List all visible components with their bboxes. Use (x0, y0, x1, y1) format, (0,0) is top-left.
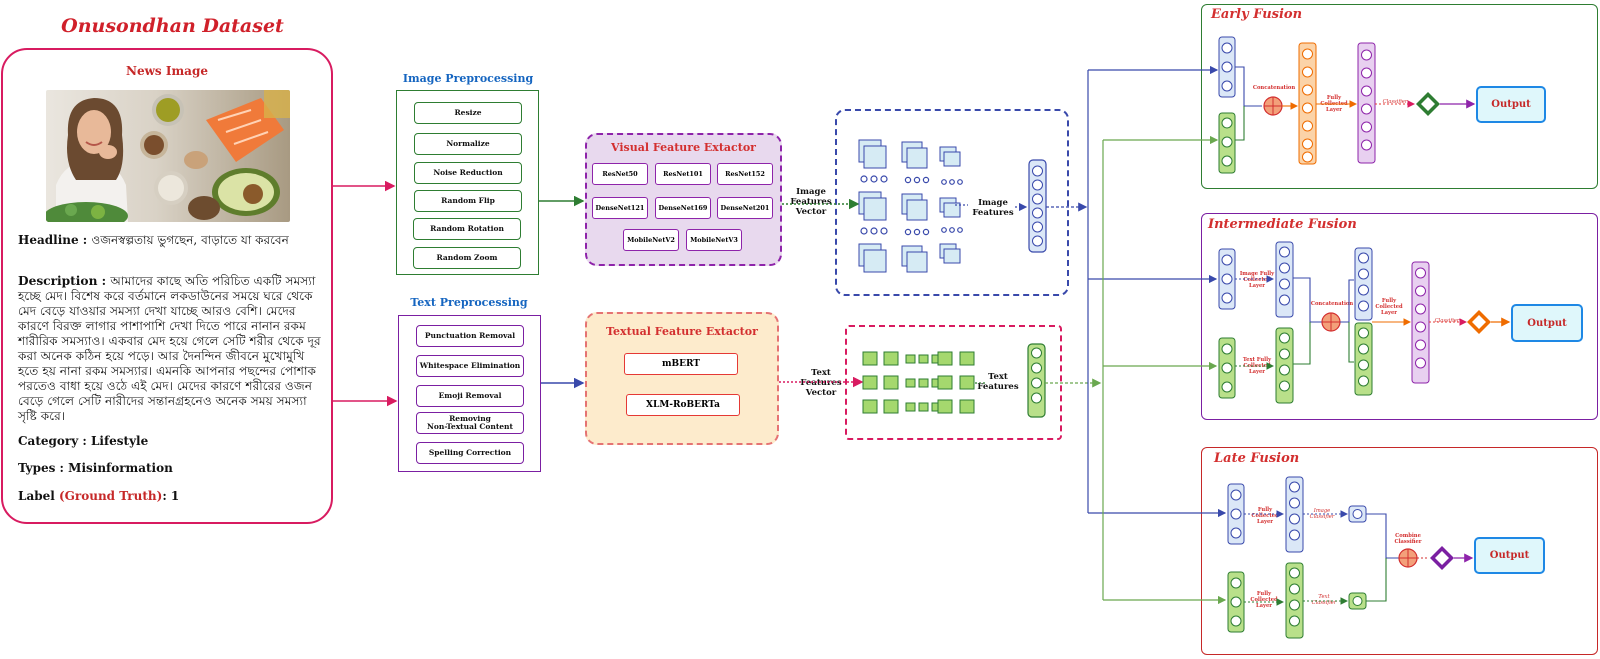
intermediate-fusion-box (1201, 213, 1598, 420)
category-field: Category : Lifestyle (18, 434, 326, 449)
visual-feature-extractor-title: Visual Feature Extactor (611, 141, 756, 154)
model-densenet201: DenseNet201 (717, 197, 773, 219)
step-whitespace-elimination: Whitespace Elimination (416, 355, 524, 377)
step-removing-non-textual: Removing Non-Textual Content (416, 412, 524, 434)
dataset-title: Onusondhan Dataset (61, 15, 284, 37)
early-fusion-box (1201, 4, 1598, 189)
intermediate-classifier-label: Classifier (1434, 318, 1460, 324)
types-label: Types : (18, 461, 69, 475)
text-preprocessing-box (398, 315, 541, 472)
news-image-label: News Image (126, 64, 208, 78)
headline-field: Headline : ওজনস্বল্পতায় ভুগছেন, বাড়াতে… (18, 233, 326, 248)
text-preprocessing-title: Text Preprocessing (410, 296, 528, 309)
intermediate-concat-label: Concatenation (1310, 301, 1354, 307)
early-concat-label: Concatenation (1252, 85, 1296, 91)
image-feature-dots (860, 175, 963, 236)
model-resnet152: ResNet152 (717, 163, 773, 185)
label-label: Label (18, 489, 59, 503)
headline-value: ওজনস্বল্পতায় ভুগছেন, বাড়াতে যা করবেন (91, 233, 289, 247)
late-output-box: Output (1474, 537, 1545, 574)
step-normalize: Normalize (414, 133, 522, 155)
description-field: Description : আমাদের কাছে অতি পরিচিত একট… (18, 274, 323, 424)
model-mobilenetv2: MobileNetV2 (623, 229, 679, 251)
late-fusion-box (1201, 447, 1598, 655)
model-densenet121: DenseNet121 (592, 197, 648, 219)
ground-truth-text: (Ground Truth) (58, 489, 163, 503)
textual-feature-extractor-title: Textual Feature Extactor (606, 325, 758, 338)
types-field: Types : Misinformation (18, 461, 326, 476)
step-random-flip: Random Flip (414, 190, 522, 212)
label-field: Label (Ground Truth): 1 (18, 489, 326, 504)
types-value: Misinformation (68, 461, 173, 475)
step-emoji-removal: Emoji Removal (416, 385, 524, 407)
model-densenet169: DenseNet169 (655, 197, 711, 219)
step-spelling-correction: Spelling Correction (416, 442, 524, 464)
news-image (46, 90, 290, 222)
early-classifier-label: Classifier (1382, 99, 1408, 105)
description-label: Description : (18, 274, 111, 288)
step-removing-line2: Non-Textual Content (427, 422, 513, 431)
image-preprocessing-box (396, 90, 539, 275)
early-fusion-title: Early Fusion (1211, 7, 1303, 22)
step-random-rotation: Random Rotation (413, 218, 521, 240)
step-noise-reduction: Noise Reduction (414, 162, 522, 184)
food-photo-illustration (46, 90, 290, 222)
image-feature-maps (858, 139, 961, 273)
step-resize: Resize (414, 102, 522, 124)
image-preprocessing-title: Image Preprocessing (402, 72, 534, 85)
description-value: আমাদের কাছে অতি পরিচিত একটি সমস্যা হচ্ছে… (18, 274, 321, 423)
textual-feature-extractor-box (585, 312, 779, 445)
headline-label: Headline : (18, 233, 92, 247)
model-mbert: mBERT (624, 353, 738, 375)
category-label: Category : (18, 434, 91, 448)
intermediate-fusion-title: Intermediate Fusion (1208, 217, 1357, 232)
image-features-panel (835, 109, 1069, 296)
model-mobilenetv3: MobileNetV3 (686, 229, 742, 251)
late-fusion-title: Late Fusion (1214, 451, 1300, 466)
model-resnet101: ResNet101 (655, 163, 711, 185)
step-random-zoom: Random Zoom (413, 247, 521, 269)
early-output-box: Output (1476, 86, 1546, 123)
model-resnet50: ResNet50 (592, 163, 648, 185)
label-value: : 1 (162, 489, 180, 503)
dataset-card (1, 48, 333, 524)
step-removing-line1: Removing (449, 414, 491, 423)
category-value: Lifestyle (90, 434, 149, 448)
text-feature-maps (862, 351, 975, 414)
model-xlm-roberta: XLM-RoBERTa (626, 394, 740, 416)
intermediate-output-box: Output (1511, 304, 1583, 342)
step-punctuation-removal: Punctuation Removal (416, 325, 524, 347)
